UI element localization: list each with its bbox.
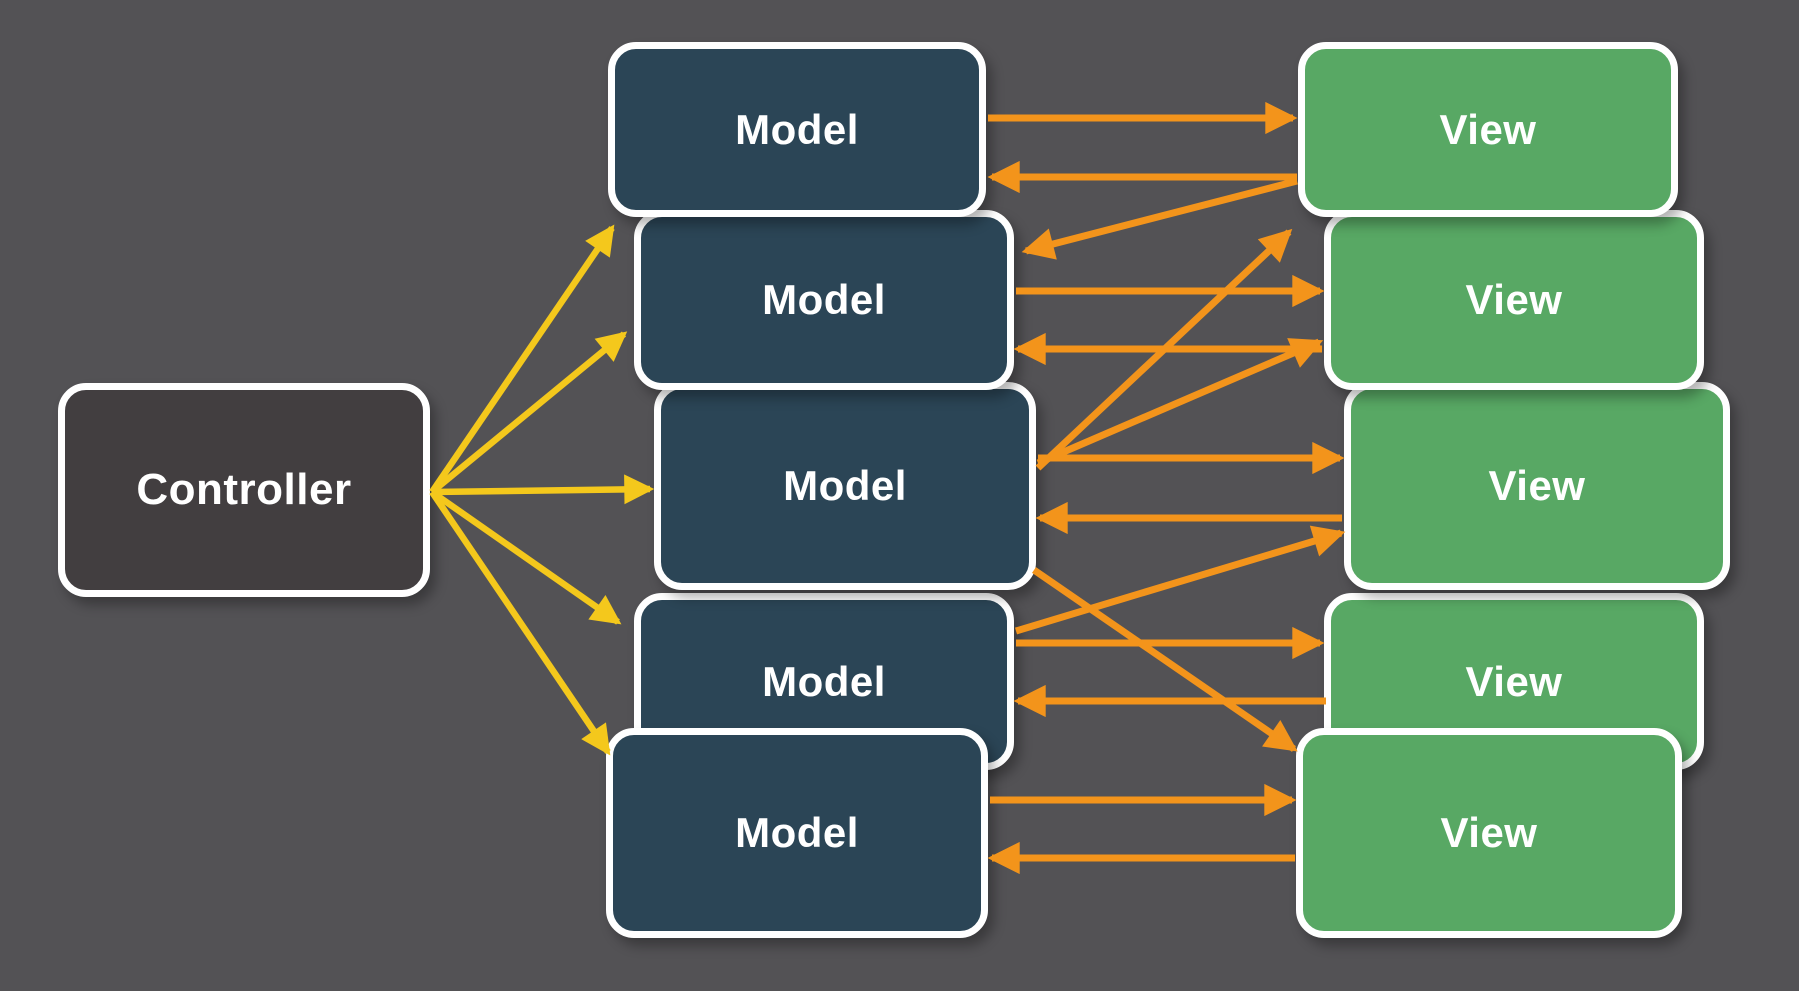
view-label: View [1488, 462, 1586, 509]
model-label: Model [762, 657, 886, 705]
model-node-1: Model [608, 42, 986, 217]
controller-to-model-arrows [429, 224, 655, 756]
arrow-controller-to-model-1 [429, 224, 615, 494]
view-label: View [1465, 657, 1563, 705]
view-node-5: View [1296, 728, 1682, 938]
arrow-model-3-to-view-5 [1032, 567, 1298, 752]
model-label: Model [783, 462, 907, 509]
view-node-2: View [1324, 210, 1704, 390]
arrow-view-1-to-model-2 [1021, 177, 1298, 260]
view-label: View [1465, 276, 1563, 323]
view-label: View [1439, 105, 1537, 153]
arrow-controller-to-model-3 [431, 474, 655, 505]
model-label: Model [735, 105, 859, 153]
view-node-3: View [1344, 382, 1730, 590]
model-label: Model [762, 276, 886, 323]
arrow-model-3-to-view-2 [1036, 338, 1324, 467]
arrow-controller-to-model-2 [429, 331, 628, 495]
model-view-arrows [987, 101, 1346, 875]
model-node-2: Model [634, 210, 1014, 390]
controller-node: Controller [58, 383, 430, 597]
model-label: Model [735, 809, 859, 856]
view-node-1: View [1298, 42, 1678, 217]
arrow-model-4-to-view-3 [1014, 525, 1346, 635]
model-node-5: Model [606, 728, 988, 938]
model-node-3: Model [654, 382, 1036, 590]
arrow-controller-to-model-5 [429, 490, 611, 756]
arrow-model-3-to-view-1 [1035, 228, 1293, 471]
view-label: View [1440, 809, 1538, 856]
controller-label: Controller [136, 465, 352, 514]
arrow-controller-to-model-4 [430, 489, 622, 625]
